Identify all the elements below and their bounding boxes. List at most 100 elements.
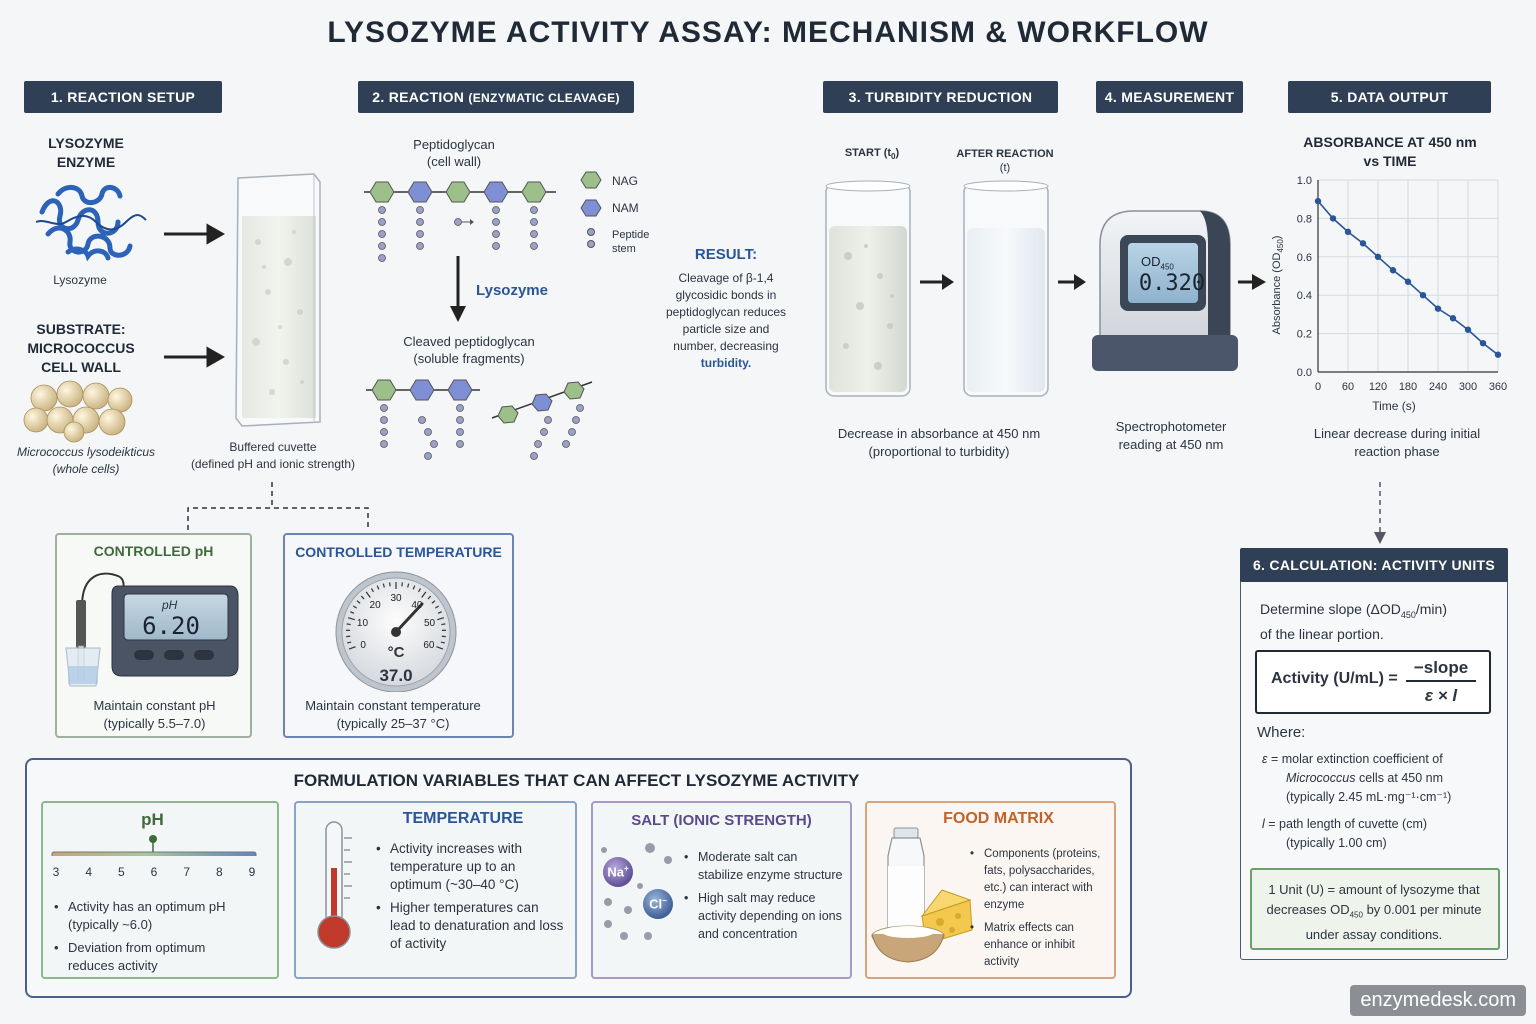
cl-ion-label: Cl− — [649, 896, 667, 912]
gauge-ticks — [346, 582, 446, 650]
gauge-tick — [365, 591, 371, 598]
legend-nag: NAG — [612, 174, 639, 188]
step-5-header: 5. DATA OUTPUT — [1288, 81, 1491, 113]
gauge-tick — [418, 588, 422, 593]
unit-definition-box — [1250, 868, 1500, 950]
chart-x-tick-label: 60 — [1342, 381, 1354, 393]
gauge-tick — [346, 623, 351, 626]
chart-point — [1314, 197, 1322, 205]
controlled-temperature-title: CONTROLLED TEMPERATURE — [295, 544, 502, 560]
cells-caption: Micrococcus lysodeikticus(whole cells) — [16, 445, 156, 476]
gauge-label: 60 — [423, 640, 435, 651]
gauge-tick — [440, 641, 445, 644]
result-title: RESULT: — [694, 246, 758, 263]
chart-points — [1314, 197, 1502, 358]
ph-variable-title: pH — [141, 810, 164, 829]
temp-control-caption: Maintain constant temperature(typically … — [305, 698, 481, 731]
chart-point — [1494, 351, 1502, 358]
chart-y-tick-label: 0.8 — [1297, 213, 1312, 225]
micrococcus-cells-icon — [23, 380, 133, 443]
peptidoglycan-legend-icons — [580, 171, 602, 248]
step-4-header: 4. MEASUREMENT — [1096, 81, 1243, 113]
salt-ions-icon — [601, 843, 673, 940]
chart-x-tick-label: 300 — [1459, 381, 1477, 393]
gauge-label: 40 — [411, 600, 423, 611]
gauge-tick — [376, 585, 380, 590]
activity-formula-box — [1255, 650, 1491, 714]
chart-x-tick-label: 240 — [1429, 381, 1447, 393]
gauge-tick — [401, 582, 403, 587]
chart-axes — [1317, 180, 1498, 373]
gauge-label: 30 — [390, 593, 402, 604]
step-3-header: 3. TURBIDITY REDUCTION — [823, 81, 1058, 113]
chart-point — [1389, 267, 1397, 274]
ph-scale-label: 3 — [53, 865, 60, 879]
start-label: START (t0) — [844, 147, 900, 162]
unit-definition: 1 Unit (U) = amount of lysozyme that dec… — [1266, 882, 1482, 942]
od-screen-label: OD450 — [1141, 254, 1174, 272]
temp-unit: °C — [387, 644, 405, 661]
gauge-tick — [437, 611, 442, 614]
gauge-tick — [370, 588, 374, 593]
gauge-tick — [441, 623, 446, 626]
salt-variable-bullets: Moderate salt can stabilize enzyme struc… — [684, 848, 844, 948]
chart-point — [1434, 305, 1442, 312]
chart-x-tick-label: 360 — [1489, 381, 1507, 393]
gauge-tick — [412, 585, 416, 590]
step-2-header: 2. REACTION (ENZYMATIC CLEAVAGE) — [358, 81, 634, 113]
od-screen-value: 0.320 — [1138, 271, 1206, 296]
page-title: LYSOZYME ACTIVITY ASSAY: MECHANISM & WOR… — [327, 16, 1209, 49]
chart-y-tick-label: 1.0 — [1297, 175, 1312, 187]
chart-point — [1329, 215, 1337, 222]
ph-scale-label: 8 — [216, 865, 223, 879]
food-matrix-variable-title: FOOD MATRIX — [943, 810, 1054, 827]
gauge-label: 20 — [370, 600, 382, 611]
gauge-tick — [427, 595, 432, 600]
ph-variable-bullets: Activity has an optimum pH (typically ~6… — [54, 898, 254, 980]
chart-y-label: Absorbance (OD450) — [1271, 236, 1285, 335]
salt-variable-title: SALT (IONIC STRENGTH) — [631, 812, 812, 829]
gauge-tick — [382, 583, 385, 588]
lysozyme-protein-icon — [35, 185, 147, 262]
calc-intro: Determine slope (ΔOD450/min) of the line… — [1260, 601, 1447, 642]
after-reaction-label: AFTER REACTION(t) — [956, 148, 1054, 174]
step-2-sub: (ENZYMATIC CLEAVAGE) — [468, 91, 620, 105]
chart-point — [1449, 315, 1457, 322]
gauge-tick — [348, 646, 356, 650]
step-2-main: 2. REACTION — [372, 89, 465, 105]
ph-screen-value: 6.20 — [142, 612, 200, 640]
chart-grid — [1317, 179, 1499, 373]
chart-x-label: Time (s) — [1372, 399, 1416, 413]
ph-meter-icon — [65, 572, 239, 687]
gauge-label: 0 — [360, 640, 366, 651]
chart-point — [1359, 240, 1367, 247]
gauge-tick — [347, 617, 355, 621]
thermometer-icon — [317, 821, 352, 949]
setup-arrows — [164, 223, 226, 368]
lysozyme-arrow-label: Lysozyme — [476, 282, 548, 299]
chart-x-tick-label: 180 — [1399, 381, 1417, 393]
gauge-tick — [407, 583, 410, 588]
formula-left: Activity (U/mL) = — [1271, 670, 1398, 687]
ph-scale-label: 5 — [118, 865, 125, 879]
step-6-header: 6. CALCULATION: ACTIVITY UNITS — [1240, 548, 1508, 582]
chart-point — [1374, 253, 1382, 260]
gauge-tick — [352, 605, 358, 609]
chart-point — [1404, 278, 1412, 285]
gauge-tick — [436, 646, 444, 650]
step-1-header: 1. REACTION SETUP — [24, 81, 222, 113]
cleaved-label: Cleaved peptidoglycan(soluble fragments) — [403, 334, 535, 366]
turbidity-tubes-icon — [825, 180, 1086, 397]
formula-numerator: −slope — [1406, 658, 1476, 682]
chart-point — [1479, 340, 1487, 347]
gauge-tick — [347, 641, 352, 644]
ph-scale-label: 9 — [249, 865, 256, 879]
gauge-tick — [437, 617, 445, 621]
turbidity-caption: Decrease in absorbance at 450 nm(proport… — [837, 426, 1041, 459]
ph-control-caption: Maintain constant pH(typically 5.5–7.0) — [93, 698, 216, 731]
